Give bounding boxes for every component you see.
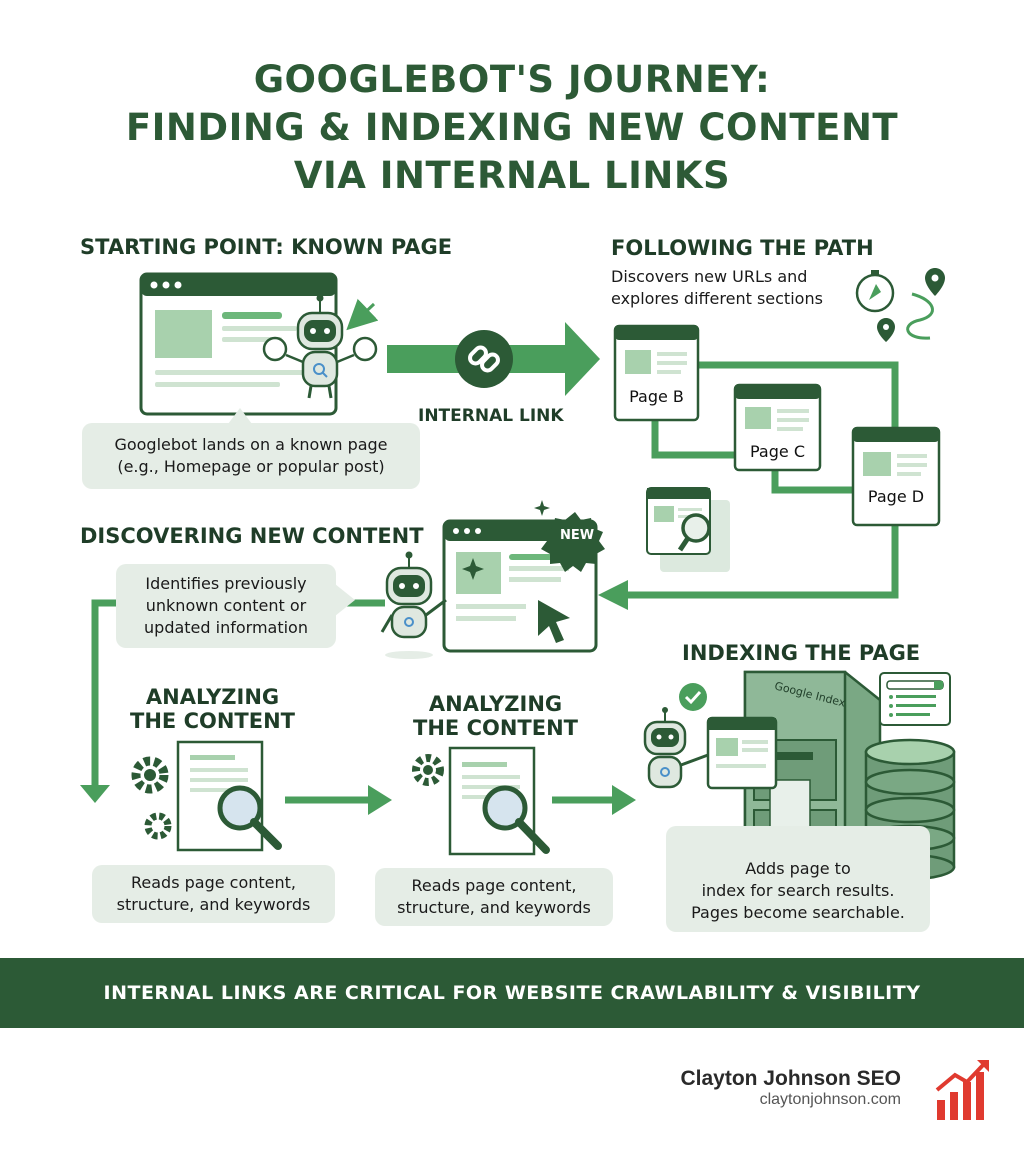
new-badge-icon xyxy=(541,512,605,572)
page-d-label: Page D xyxy=(867,487,925,506)
analyze2-desc-line-1: Reads page content, xyxy=(411,876,577,895)
page-c-icon xyxy=(733,383,822,472)
index-desc-line-3: Pages become searchable. xyxy=(691,903,905,922)
new-badge-label: NEW xyxy=(559,528,595,543)
search-page-icon xyxy=(646,487,730,572)
path-desc-line-2: explores different sections xyxy=(611,289,823,308)
discover-heading: DISCOVERING NEW CONTENT xyxy=(80,524,424,548)
analyze1-description: Reads page content, structure, and keywo… xyxy=(92,865,335,923)
analyze1-heading-line-2: THE CONTENT xyxy=(130,709,295,733)
internal-link-label: INTERNAL LINK xyxy=(418,406,564,426)
start-desc-line-2: (e.g., Homepage or popular post) xyxy=(117,457,385,476)
start-description: Googlebot lands on a known page (e.g., H… xyxy=(82,423,420,489)
analyze2-heading-line-1: ANALYZING xyxy=(428,692,563,716)
internal-link-arrow xyxy=(387,322,600,396)
analyze1-desc-line-1: Reads page content, xyxy=(130,873,296,892)
search-results-icon xyxy=(879,672,951,726)
analyze-document-icon-2 xyxy=(412,746,550,856)
compass-map-icon xyxy=(855,268,945,342)
discover-desc-line-1: Identifies previously xyxy=(145,574,307,593)
analyze2-heading-line-2: THE CONTENT xyxy=(413,716,578,740)
googlebot-robot-index-icon xyxy=(643,707,709,789)
title-line-3: VIA INTERNAL LINKS xyxy=(293,154,731,197)
googlebot-robot-discover-icon xyxy=(380,551,447,659)
page-c-label: Page C xyxy=(750,442,805,461)
index-desc-line-2: index for search results. xyxy=(701,881,895,900)
googlebot-robot-icon xyxy=(262,294,379,399)
analyze1-desc-line-2: structure, and keywords xyxy=(116,895,311,914)
analyze2-desc-line-2: structure, and keywords xyxy=(397,898,591,917)
start-heading: STARTING POINT: KNOWN PAGE xyxy=(80,235,453,259)
link-chain-icon xyxy=(468,345,500,373)
index-desc-line-1: Adds page to xyxy=(745,859,851,878)
index-browser-icon xyxy=(706,716,778,790)
path-heading: FOLLOWING THE PATH xyxy=(611,236,874,260)
discover-desc-line-2: unknown content or xyxy=(145,596,307,615)
discover-desc-line-3: updated information xyxy=(144,618,308,637)
brand-url: claytonjohnson.com xyxy=(759,1091,901,1108)
discover-description: Identifies previously unknown content or… xyxy=(116,564,336,648)
page-d-icon xyxy=(851,426,941,527)
index-description: Adds page to index for search results. P… xyxy=(666,826,930,932)
bottom-banner: INTERNAL LINKS ARE CRITICAL FOR WEBSITE … xyxy=(0,958,1024,1028)
index-heading: INDEXING THE PAGE xyxy=(682,641,921,665)
start-desc-line-1: Googlebot lands on a known page xyxy=(114,435,388,454)
analyze-document-icon-1 xyxy=(131,740,282,852)
analyze1-heading-line-1: ANALYZING xyxy=(145,685,280,709)
path-desc-line-1: Discovers new URLs and xyxy=(611,267,808,286)
page-b-icon xyxy=(613,324,700,422)
checkmark-icon xyxy=(679,683,707,711)
brand-name: Clayton Johnson SEO xyxy=(680,1067,901,1090)
title-line-1: GOOGLEBOT'S JOURNEY: xyxy=(253,58,771,101)
title-line-2: FINDING & INDEXING NEW CONTENT xyxy=(125,106,899,149)
brand-chart-icon xyxy=(935,1060,989,1120)
analyze2-description: Reads page content, structure, and keywo… xyxy=(375,868,613,926)
page-b-label: Page B xyxy=(629,387,684,406)
new-content-browser-icon xyxy=(442,500,598,653)
